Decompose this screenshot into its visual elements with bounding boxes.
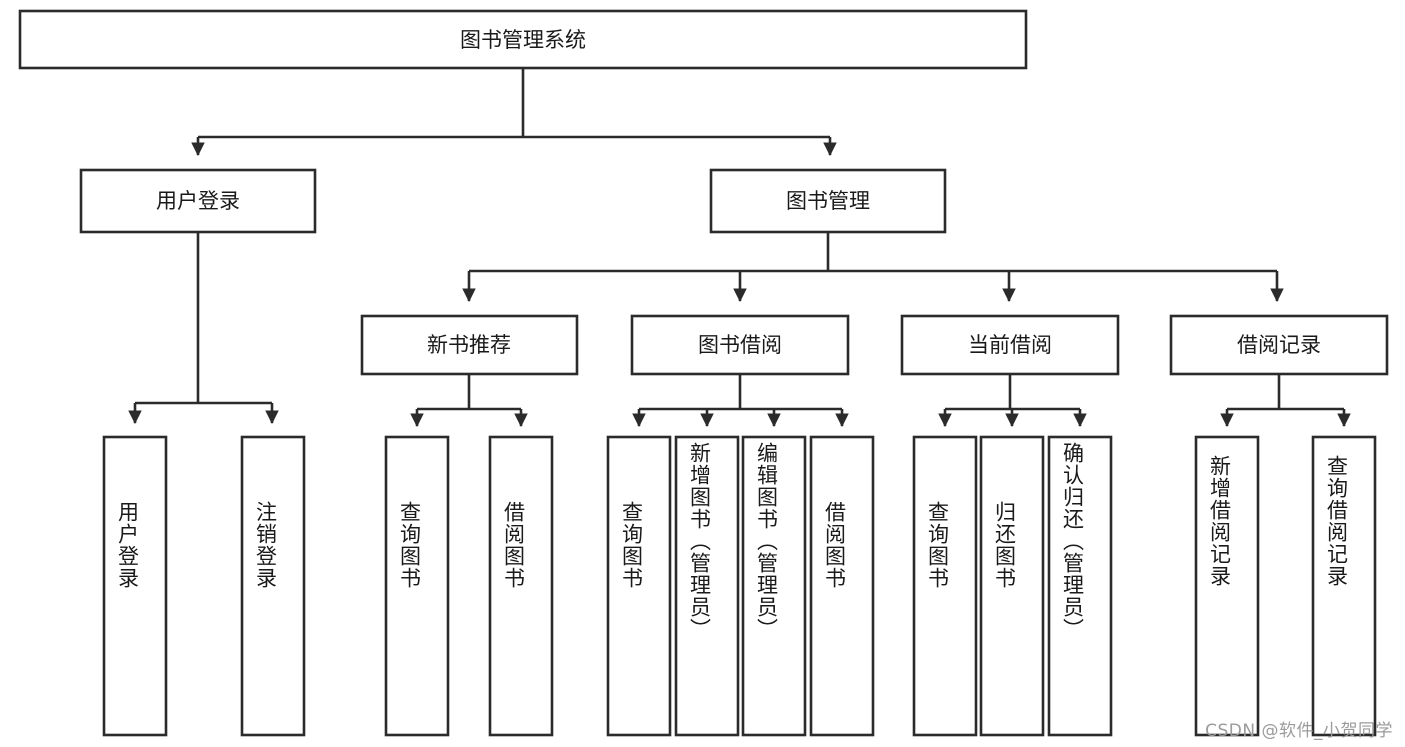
leaf-box-current-borrow-2[interactable] bbox=[1047, 435, 1113, 737]
node-book-management[interactable]: 图书管理 bbox=[709, 168, 947, 234]
node-new-book-recommend-box bbox=[360, 314, 579, 376]
connector-user-login-to-leaves bbox=[128, 232, 279, 425]
node-user-login-label: 用户登录 bbox=[156, 189, 240, 213]
leaf-box-user-login-0[interactable] bbox=[102, 435, 168, 737]
node-current-borrow-box bbox=[900, 314, 1120, 376]
leaf-box-borrow-record-0[interactable] bbox=[1194, 435, 1260, 737]
leaf-box-book-borrow-3[interactable] bbox=[809, 435, 875, 737]
leaf-box-current-borrow-1[interactable] bbox=[979, 435, 1045, 737]
node-root[interactable]: 图书管理系统 bbox=[18, 9, 1028, 70]
node-book-borrow[interactable]: 图书借阅 bbox=[630, 314, 850, 376]
node-book-borrow-label: 图书借阅 bbox=[698, 333, 782, 357]
node-root-box bbox=[18, 9, 1028, 70]
leaf-box-new-book-1[interactable] bbox=[488, 435, 554, 737]
node-book-management-label: 图书管理 bbox=[786, 189, 870, 213]
node-root-label: 图书管理系统 bbox=[460, 28, 586, 52]
node-current-borrow[interactable]: 当前借阅 bbox=[900, 314, 1120, 376]
node-user-login-box bbox=[79, 168, 317, 234]
leaf-box-book-borrow-1[interactable] bbox=[674, 435, 740, 737]
node-new-book-recommend[interactable]: 新书推荐 bbox=[360, 314, 579, 376]
node-current-borrow-label: 当前借阅 bbox=[968, 333, 1052, 357]
leaf-box-new-book-0[interactable] bbox=[384, 435, 450, 737]
connector-book-borrow-to-leaves bbox=[632, 374, 849, 428]
leaf-box-book-borrow-2[interactable] bbox=[741, 435, 807, 737]
connector-borrow-record-to-leaves bbox=[1220, 374, 1351, 428]
node-user-login[interactable]: 用户登录 bbox=[79, 168, 317, 234]
node-borrow-record[interactable]: 借阅记录 bbox=[1169, 314, 1389, 376]
leaf-box-current-borrow-0[interactable] bbox=[912, 435, 978, 737]
node-new-book-recommend-label: 新书推荐 bbox=[427, 333, 511, 357]
watermark-text: CSDN @软件_小贺同学 bbox=[1205, 721, 1393, 741]
leaf-box-user-login-1[interactable] bbox=[240, 435, 306, 737]
leaf-box-borrow-record-1[interactable] bbox=[1311, 435, 1377, 737]
connector-current-borrow-to-leaves bbox=[938, 374, 1087, 428]
connector-new-book-recommend-to-leaves bbox=[410, 374, 528, 428]
node-borrow-record-label: 借阅记录 bbox=[1237, 333, 1321, 357]
connector-book-management-to-level2 bbox=[462, 232, 1284, 303]
connector-root-to-level1 bbox=[191, 68, 837, 157]
leaf-box-book-borrow-0[interactable] bbox=[606, 435, 672, 737]
